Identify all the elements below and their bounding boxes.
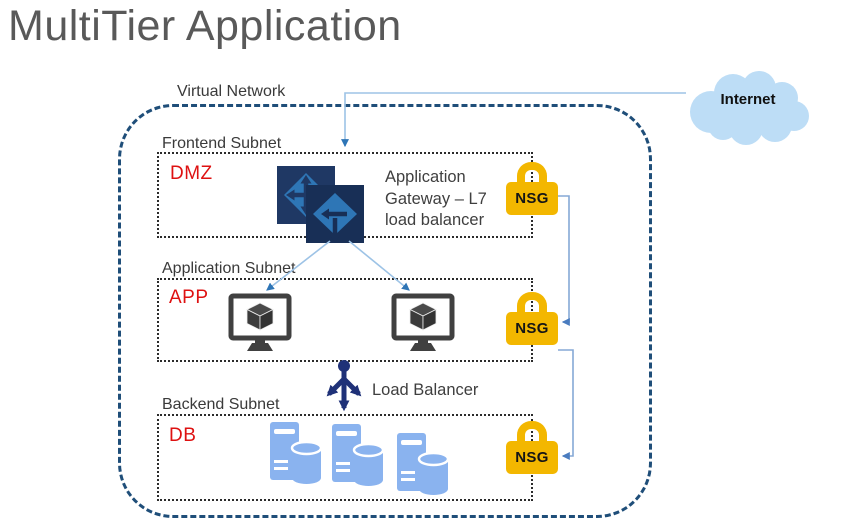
frontend-subnet-label: Frontend Subnet [162, 135, 282, 152]
internet-cloud-icon [690, 71, 809, 145]
application-gateway-caption: Application Gateway – L7 load balancer [385, 167, 487, 232]
padlock-shackle-icon [517, 292, 547, 316]
padlock-body-icon: NSG [506, 182, 558, 215]
caption-line-2: Gateway – L7 [385, 189, 487, 208]
nsg-lock-application: NSG [506, 292, 558, 345]
padlock-body-icon: NSG [506, 441, 558, 474]
backend-subnet-label: Backend Subnet [162, 396, 280, 413]
db-server-icon-1 [270, 422, 323, 484]
application-gateway-icon [277, 166, 364, 243]
db-server-icon-3 [397, 433, 450, 495]
padlock-shackle-icon [517, 162, 547, 186]
virtual-network-label: Virtual Network [177, 83, 286, 100]
page-title: MultiTier Application [8, 2, 402, 50]
nsg-label-application: NSG [515, 320, 549, 337]
nsg-label-frontend: NSG [515, 190, 549, 207]
db-tag: DB [169, 425, 197, 446]
internet-label: Internet [720, 91, 776, 108]
vm-icon-1 [228, 293, 292, 351]
app-tag: APP [169, 287, 209, 308]
caption-line-1: Application [385, 168, 466, 186]
nsg-lock-frontend: NSG [506, 162, 558, 215]
load-balancer-label: Load Balancer [372, 381, 479, 399]
load-balancer-icon [326, 360, 362, 412]
application-subnet-box [157, 278, 533, 362]
application-subnet-label: Application Subnet [162, 260, 296, 277]
padlock-shackle-icon [517, 421, 547, 445]
db-server-icon-2 [332, 424, 385, 486]
database-server-icons [270, 422, 450, 495]
nsg-lock-backend: NSG [506, 421, 558, 474]
nsg-label-backend: NSG [515, 449, 549, 466]
caption-line-3: load balancer [385, 211, 485, 229]
vm-icon-2 [391, 293, 455, 351]
padlock-body-icon: NSG [506, 312, 558, 345]
dmz-tag: DMZ [170, 163, 213, 184]
